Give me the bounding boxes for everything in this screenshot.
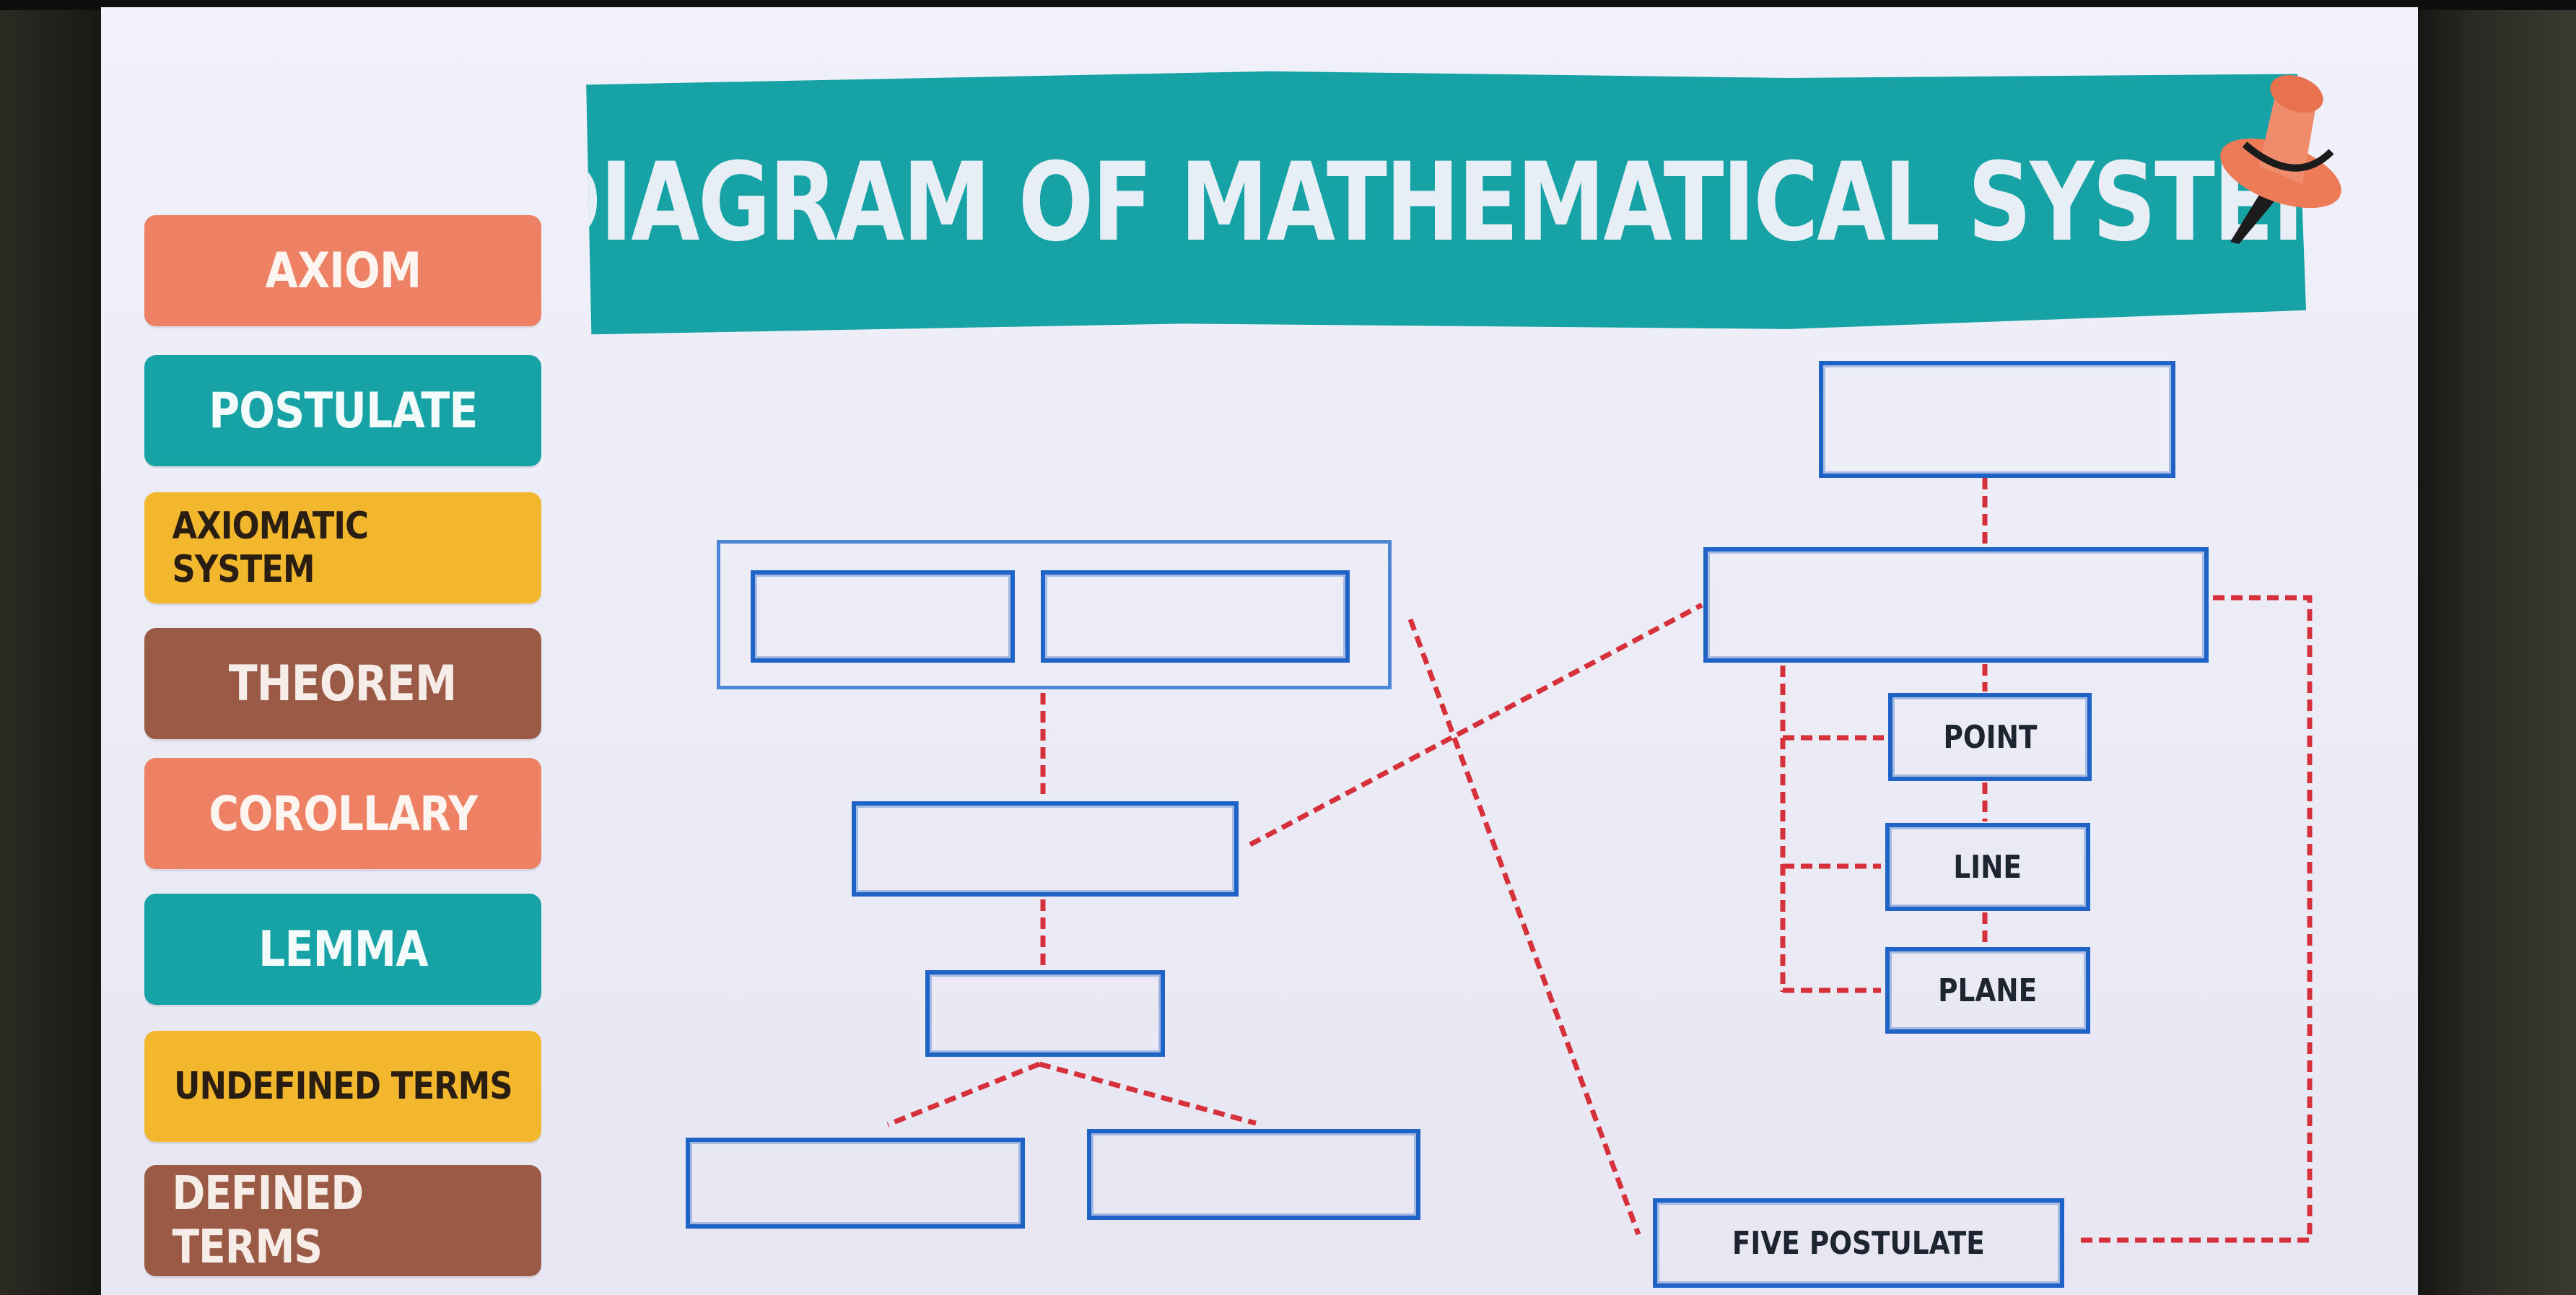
line-label: LINE	[1953, 848, 2022, 886]
pushpin-icon	[2220, 74, 2341, 244]
diagram-box-point[interactable]: POINT	[1888, 693, 2092, 781]
diagram-box-plane[interactable]: PLANE	[1885, 947, 2090, 1034]
five-postulate-label: FIVE POSTULATE	[1732, 1224, 1985, 1262]
connector-box4-to-box5	[886, 1061, 1041, 1128]
connector-diagonal-to-five-postulate	[1407, 618, 1641, 1236]
term-axiomatic-system-label: AXIOMATIC SYSTEM	[172, 505, 369, 591]
diagram-blank-box-middle-right[interactable]	[1703, 547, 2209, 663]
term-lemma[interactable]: LEMMA	[144, 894, 541, 1005]
diagram-blank-box-4[interactable]	[925, 970, 1165, 1057]
connector-box3-to-middle-right	[1249, 602, 1703, 847]
term-postulate[interactable]: POSTULATE	[144, 355, 541, 466]
term-lemma-label: LEMMA	[258, 920, 428, 978]
term-corollary-label: COROLLARY	[208, 785, 478, 842]
connector-box4-to-box6	[1039, 1061, 1257, 1126]
term-axiom[interactable]: AXIOM	[144, 215, 541, 326]
term-theorem-label: THEOREM	[229, 655, 458, 712]
diagram-box-five-postulate[interactable]: FIVE POSTULATE	[1653, 1198, 2064, 1288]
term-axiomatic-system[interactable]: AXIOMATIC SYSTEM	[144, 492, 541, 603]
term-postulate-label: POSTULATE	[208, 382, 478, 440]
term-defined-terms[interactable]: DEFINED TERMS	[144, 1165, 541, 1276]
diagram-blank-box-3[interactable]	[852, 801, 1239, 897]
monitor-bezel-right	[2403, 0, 2576, 1295]
diagram-blank-box-6[interactable]	[1087, 1129, 1420, 1220]
term-defined-terms-label: DEFINED TERMS	[172, 1167, 364, 1274]
term-undefined-terms-label: UNDEFINED TERMS	[173, 1065, 512, 1108]
title-banner: DIAGRAM OF MATHEMATICAL SYSTEM	[586, 71, 2306, 335]
page-title: DIAGRAM OF MATHEMATICAL SYSTEM	[528, 140, 2359, 266]
diagram-blank-box-top-right[interactable]	[1819, 361, 2175, 478]
diagram-connectors	[886, 478, 2313, 1243]
diagram-blank-box-1[interactable]	[751, 570, 1015, 663]
diagram-box-line[interactable]: LINE	[1885, 823, 2090, 911]
diagram-top-pair-container	[717, 540, 1392, 689]
term-theorem[interactable]: THEOREM	[144, 628, 541, 739]
term-axiom-label: AXIOM	[265, 242, 422, 300]
term-corollary[interactable]: COROLLARY	[144, 758, 541, 869]
screen: AXIOM POSTULATE AXIOMATIC SYSTEM THEOREM…	[101, 7, 2418, 1295]
connector-middle-right-to-five-postulate	[2079, 595, 2313, 1243]
term-undefined-terms[interactable]: UNDEFINED TERMS	[144, 1031, 541, 1142]
diagram-blank-box-2[interactable]	[1041, 570, 1350, 663]
plane-label: PLANE	[1938, 972, 2038, 1009]
diagram-blank-box-5[interactable]	[686, 1138, 1025, 1229]
point-label: POINT	[1943, 718, 2037, 756]
